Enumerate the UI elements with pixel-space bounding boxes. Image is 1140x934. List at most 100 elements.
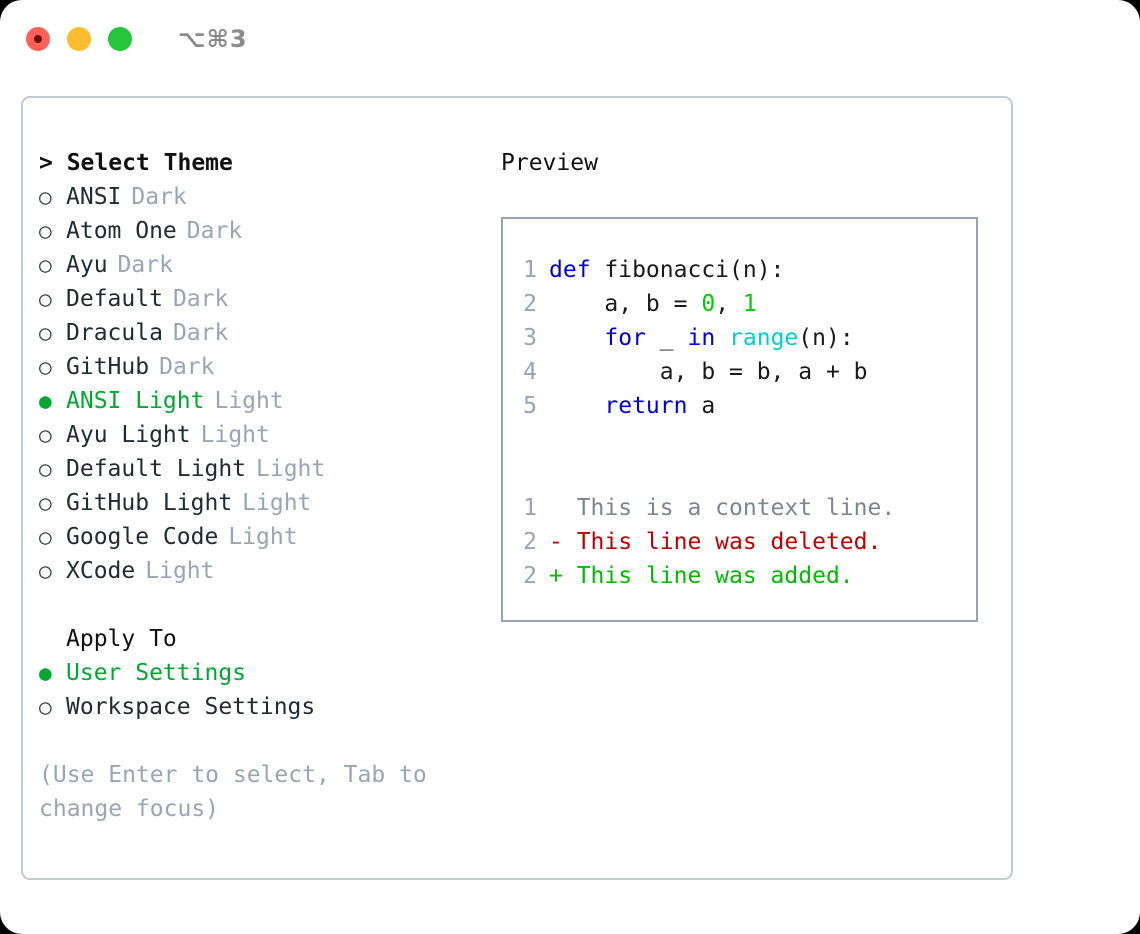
- diff-line-content: This is a context line.: [549, 495, 896, 521]
- theme-option-label: Default Light: [66, 456, 247, 482]
- theme-kind-badge: Dark: [117, 252, 173, 278]
- title-bar: ⌥⌘3: [0, 0, 1140, 78]
- code-token: fibonacci(n):: [604, 257, 785, 283]
- code-token: a, b = b, a + b: [549, 359, 868, 385]
- code-token: [715, 325, 729, 351]
- line-number: 2: [523, 529, 537, 555]
- line-number: 2: [523, 563, 537, 589]
- code-line: 2 a, b = 0, 1: [503, 287, 976, 321]
- code-line-content: return a: [549, 389, 715, 423]
- code-blank-line: [503, 457, 976, 491]
- code-token: _: [645, 325, 688, 351]
- theme-kind-badge: Light: [242, 490, 312, 516]
- theme-kind-badge: Light: [228, 524, 298, 550]
- zoom-button-icon[interactable]: [108, 27, 132, 51]
- code-token: [549, 393, 604, 419]
- select-theme-header: > Select Theme: [39, 150, 233, 176]
- code-line: 4 a, b = b, a + b: [503, 355, 976, 389]
- theme-kind-badge: Light: [200, 422, 270, 448]
- apply-to-option-label: User Settings: [66, 660, 247, 686]
- apply-to-option-user-settings[interactable]: ● User Settings: [39, 656, 501, 690]
- theme-option-label: ANSI Light: [66, 388, 205, 414]
- code-token: def: [549, 257, 605, 283]
- window-controls: [26, 27, 132, 51]
- radio-unselected-icon: ○: [39, 559, 52, 583]
- theme-option-label: ANSI: [66, 184, 122, 210]
- keyboard-hint-text: (Use Enter to select, Tab to change focu…: [39, 762, 441, 822]
- radio-unselected-icon: ○: [39, 457, 52, 481]
- line-number: 1: [523, 257, 537, 283]
- preview-header: Preview: [501, 150, 598, 176]
- theme-kind-badge: Light: [145, 558, 215, 584]
- theme-kind-badge: Dark: [186, 218, 243, 244]
- code-line-content: a, b = 0, 1: [549, 287, 756, 321]
- line-number: 5: [523, 393, 537, 419]
- code-token: for: [604, 325, 646, 351]
- theme-option-label: Default: [66, 286, 163, 312]
- theme-option-atom-one[interactable]: ○ Atom One Dark: [39, 214, 501, 248]
- diff-line-content: - This line was deleted.: [549, 529, 882, 555]
- apply-to-option-workspace-settings[interactable]: ○Workspace Settings: [39, 690, 501, 724]
- code-token: a: [687, 393, 716, 419]
- theme-option-label: XCode: [66, 558, 136, 584]
- code-line: 1 def fibonacci(n):: [503, 253, 976, 287]
- code-token: return: [604, 393, 688, 419]
- code-line: 5 return a: [503, 389, 976, 423]
- radio-unselected-icon: ○: [39, 287, 52, 311]
- radio-unselected-icon: ○: [39, 525, 52, 549]
- theme-option-label: Ayu: [66, 252, 108, 278]
- code-token: ,: [715, 291, 743, 317]
- theme-kind-badge: Dark: [159, 354, 215, 380]
- radio-selected-icon: ●: [39, 389, 52, 413]
- code-blank-line: [503, 423, 976, 457]
- code-line: 3 for _ in range(n):: [503, 321, 976, 355]
- theme-kind-badge: Light: [214, 388, 284, 414]
- diff-sample: 1 This is a context line. 2 - This line wa…: [503, 491, 976, 593]
- theme-option-xcode[interactable]: ○ XCode Light: [39, 554, 501, 588]
- radio-selected-icon: ●: [39, 661, 52, 685]
- theme-option-ayu[interactable]: ○ Ayu Dark: [39, 248, 501, 282]
- radio-unselected-icon: ○: [39, 423, 52, 447]
- theme-option-label: GitHub Light: [66, 490, 233, 516]
- code-token: range: [729, 325, 799, 351]
- theme-kind-badge: Light: [256, 456, 326, 482]
- radio-unselected-icon: ○: [39, 695, 52, 719]
- theme-kind-badge: Dark: [131, 184, 187, 210]
- diff-line-content: + This line was added.: [549, 563, 854, 589]
- theme-option-label: Dracula: [66, 320, 163, 346]
- apply-to-list: ● User Settings ○Workspace Settings: [39, 656, 501, 724]
- code-token: a, b =: [549, 291, 702, 317]
- code-line-content: for _ in range(n):: [549, 321, 853, 355]
- code-token: [549, 325, 604, 351]
- line-number: 4: [523, 359, 537, 385]
- hint-spacer: [39, 724, 501, 758]
- radio-unselected-icon: ○: [39, 219, 52, 243]
- code-token: in: [687, 325, 716, 351]
- line-number: 2: [523, 291, 537, 317]
- radio-unselected-icon: ○: [39, 321, 52, 345]
- code-token: 0: [701, 291, 716, 317]
- minimize-button-icon[interactable]: [67, 27, 91, 51]
- code-line-content: a, b = b, a + b: [549, 355, 868, 389]
- code-line-content: def fibonacci(n):: [549, 253, 784, 287]
- diff-line-del: 2 - This line was deleted.: [503, 525, 976, 559]
- theme-option-ansi-light[interactable]: ● ANSI Light Light: [39, 384, 501, 418]
- theme-option-default-light[interactable]: ○ Default Light Light: [39, 452, 501, 486]
- close-button-icon[interactable]: [26, 27, 50, 51]
- radio-unselected-icon: ○: [39, 253, 52, 277]
- keyboard-shortcut-label: ⌥⌘3: [178, 25, 248, 53]
- diff-line-add: 2 + This line was added.: [503, 559, 976, 593]
- theme-option-label: GitHub: [66, 354, 150, 380]
- theme-option-label: Atom One: [66, 218, 177, 244]
- line-number: 1: [523, 495, 537, 521]
